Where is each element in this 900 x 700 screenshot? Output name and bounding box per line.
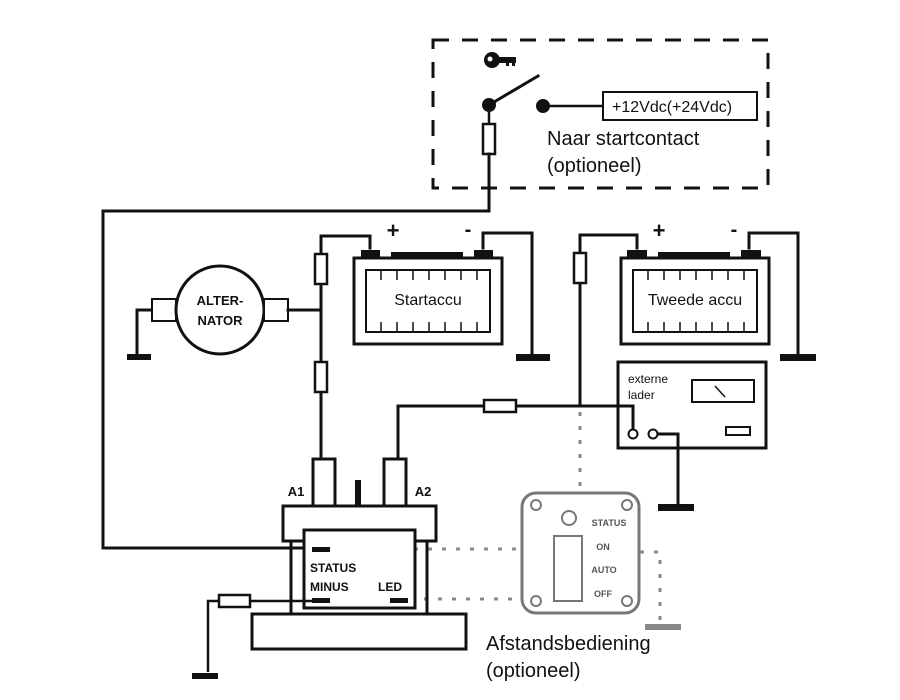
a2-to-charger-wire xyxy=(396,404,635,462)
charger-terminal-positive xyxy=(627,428,639,440)
minus-label: MINUS xyxy=(310,580,349,594)
second-battery-label: Tweede accu xyxy=(648,292,742,309)
remote-on-label: ON xyxy=(596,542,610,552)
charger-meter xyxy=(691,379,755,403)
terminal-a1-label: A1 xyxy=(288,484,305,499)
terminal-a1 xyxy=(311,457,337,508)
status-led-icon xyxy=(561,510,577,526)
second-battery: Tweede accu + - xyxy=(619,218,771,346)
terminal-a2-label: A2 xyxy=(415,484,432,499)
ignition-switch-lever xyxy=(486,73,541,108)
start-battery-fuse xyxy=(313,252,329,286)
relay-a1-fuse xyxy=(313,360,329,394)
charger-ground-wire xyxy=(656,432,680,508)
start-battery: Startaccu + - xyxy=(352,218,504,346)
start-battery-plus: + xyxy=(387,218,400,243)
charger-indicator xyxy=(725,426,751,436)
remote-control-panel[interactable]: STATUS ON AUTO OFF xyxy=(520,491,641,615)
led-label: LED xyxy=(378,580,402,594)
alternator-label-line1: ALTER- xyxy=(197,293,244,308)
voltage-box xyxy=(602,91,758,121)
remote-auto-label: AUTO xyxy=(591,565,616,575)
ignition-fuse xyxy=(481,122,497,156)
status-label: STATUS xyxy=(310,561,356,575)
remote-wire-ground xyxy=(640,550,662,620)
ground-icon xyxy=(192,673,218,679)
remote-off-label: OFF xyxy=(594,589,612,599)
ignition-caption-line1: Naar startcontact xyxy=(547,128,700,150)
second-battery-minus: - xyxy=(731,219,738,241)
alternator: ALTER- NATOR xyxy=(127,264,323,360)
ignition-caption-line2: (optioneel) xyxy=(547,155,642,177)
remote-caption-line2: (optioneel) xyxy=(486,660,581,682)
minus-ground-wire xyxy=(206,599,312,672)
second-battery-positive-wire xyxy=(578,233,639,407)
second-battery-negative-wire xyxy=(747,231,800,358)
start-battery-minus: - xyxy=(465,219,472,241)
ground-icon xyxy=(127,354,151,360)
relay-base xyxy=(250,612,468,651)
remote-caption-line1: Afstandsbediening xyxy=(486,633,651,655)
ground-icon xyxy=(516,354,550,361)
start-battery-positive-wire xyxy=(319,234,372,462)
battery-relay: A1 A2 STATUS MINUS LED xyxy=(250,457,468,651)
voltage-label: +12Vdc(+24Vdc) xyxy=(612,99,732,116)
second-battery-plus: + xyxy=(653,218,666,243)
external-charger: externe lader xyxy=(616,360,768,450)
ignition-section: +12Vdc(+24Vdc) Naar startcontact (option… xyxy=(431,38,770,213)
ignition-wire xyxy=(101,209,491,550)
charger-terminal-negative xyxy=(647,428,659,440)
second-battery-fuse xyxy=(572,251,588,285)
ground-icon xyxy=(780,354,816,361)
charger-label-line1: externe xyxy=(628,372,668,386)
mode-switch[interactable] xyxy=(553,535,583,602)
minus-fuse xyxy=(217,593,252,609)
start-battery-negative-wire xyxy=(481,231,534,358)
terminal-a2 xyxy=(382,457,408,508)
optional-boundary xyxy=(431,38,770,190)
key-icon xyxy=(484,52,516,68)
ground-icon xyxy=(658,504,694,511)
start-battery-label: Startaccu xyxy=(394,292,462,309)
remote-status-label: STATUS xyxy=(592,518,627,528)
charger-label-line2: lader xyxy=(628,388,655,402)
alternator-label-line2: NATOR xyxy=(197,313,243,328)
ground-icon xyxy=(645,624,681,630)
relay-a2-fuse xyxy=(482,398,518,414)
